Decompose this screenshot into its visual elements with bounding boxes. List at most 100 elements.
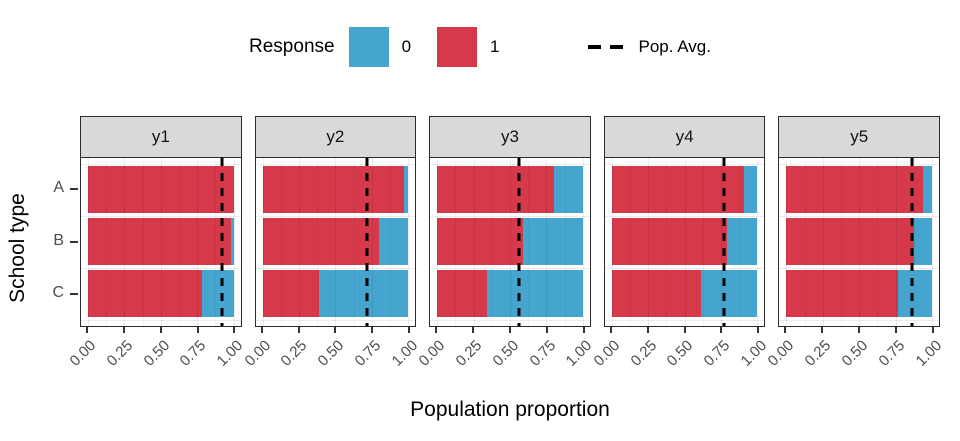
gridline-horizontal xyxy=(430,163,590,165)
x-tick-mark xyxy=(609,327,612,333)
y-tick-label-A: A xyxy=(53,178,64,196)
gridline-vertical xyxy=(106,158,108,326)
x-ticks-row xyxy=(778,327,940,334)
y-tick-label-B: B xyxy=(53,231,64,249)
bar-y1-B-response0 xyxy=(230,218,234,265)
x-tick-mark xyxy=(122,327,125,333)
gridline-vertical xyxy=(582,158,584,326)
x-tick-mark xyxy=(159,327,162,333)
gridline-horizontal xyxy=(81,267,241,269)
gridline-horizontal xyxy=(81,319,241,321)
gridline-horizontal xyxy=(81,215,241,217)
gridline-vertical xyxy=(408,158,410,326)
bar-y3-A-response0 xyxy=(553,165,583,213)
x-tick-mark xyxy=(371,327,374,333)
gridline-vertical xyxy=(629,158,631,326)
x-tick-mark xyxy=(858,327,861,333)
x-tick-mark xyxy=(545,327,548,333)
x-tick-mark xyxy=(435,327,438,333)
x-tick-label: 1.00 xyxy=(213,337,247,370)
x-tick-label: 0.00 xyxy=(66,337,100,370)
gridline-vertical xyxy=(528,158,530,326)
gridline-vertical xyxy=(299,158,300,326)
x-tick-mark xyxy=(196,327,199,333)
gridline-vertical xyxy=(215,158,217,326)
facet-panel-y1 xyxy=(80,157,242,327)
gridline-vertical xyxy=(913,158,915,326)
pop-avg-line-y1 xyxy=(220,158,224,326)
gridline-vertical xyxy=(931,158,933,326)
gridline-vertical xyxy=(353,158,355,326)
gridline-vertical xyxy=(124,158,126,326)
bar-y4-C-response0 xyxy=(700,270,758,318)
gridline-vertical xyxy=(317,158,319,326)
bar-y3-B-response0 xyxy=(523,218,583,265)
x-tick-mark xyxy=(931,327,934,333)
bar-y4-C-response1 xyxy=(611,270,701,318)
bar-y3-C-response0 xyxy=(486,270,583,318)
gridline-horizontal xyxy=(430,215,590,217)
bar-y2-B-response0 xyxy=(379,218,409,265)
x-tick-mark xyxy=(757,327,760,333)
gridline-vertical xyxy=(564,158,566,326)
legend-title: Response xyxy=(249,36,335,57)
bar-y3-C-response1 xyxy=(437,270,487,318)
gridline-vertical xyxy=(720,158,722,326)
gridline-vertical xyxy=(371,158,373,326)
gridline-vertical xyxy=(804,158,806,326)
x-tick-label: 0.25 xyxy=(452,337,486,370)
gridline-horizontal xyxy=(430,319,590,321)
y-tick-mark xyxy=(70,293,78,296)
x-tick-label: 0.75 xyxy=(351,337,385,370)
gridline-vertical xyxy=(684,158,686,326)
facet-panel-y2 xyxy=(254,157,417,327)
gridline-horizontal xyxy=(255,215,416,217)
response-1-color-swatch xyxy=(437,27,478,67)
y-tick-mark xyxy=(70,187,78,190)
gridline-vertical xyxy=(280,158,282,326)
x-tick-label: 1.00 xyxy=(912,337,945,370)
x-tick-mark xyxy=(508,327,511,333)
gridline-horizontal xyxy=(255,267,416,269)
gridline-vertical xyxy=(437,158,439,326)
gridline-vertical xyxy=(233,158,235,326)
facet-strip-y1: y1 xyxy=(80,116,242,158)
gridline-vertical xyxy=(455,158,457,326)
x-tick-mark xyxy=(895,327,897,333)
bar-y1-B-response1 xyxy=(88,218,231,265)
x-tick-label: 0.75 xyxy=(700,337,734,370)
gridline-vertical xyxy=(702,158,704,326)
pop-avg-line-y4 xyxy=(722,158,726,326)
gridline-vertical xyxy=(648,158,650,326)
facet-strip-y4: y4 xyxy=(603,116,766,158)
bar-y5-A-response0 xyxy=(923,165,932,213)
gridline-horizontal xyxy=(604,267,765,269)
x-tick-mark xyxy=(297,327,300,333)
facet-strip-y2: y2 xyxy=(254,116,417,158)
x-tick-label: 0.50 xyxy=(489,337,523,370)
x-tick-label: 0.50 xyxy=(314,337,348,370)
x-tick-label: 0.00 xyxy=(415,337,449,370)
facet-panel-y5 xyxy=(778,157,940,327)
bar-y2-C-response1 xyxy=(262,270,320,318)
x-tick-label: 0.75 xyxy=(526,337,559,370)
bar-y5-C-response0 xyxy=(898,270,932,318)
gridline-horizontal xyxy=(604,163,765,165)
bar-y2-B-response1 xyxy=(262,218,380,265)
facet-strip-y5: y5 xyxy=(778,116,940,158)
x-tick-mark xyxy=(683,327,686,333)
gridline-vertical xyxy=(88,158,90,326)
gridline-horizontal xyxy=(779,267,939,269)
gridline-vertical xyxy=(160,158,162,326)
gridline-vertical xyxy=(473,158,475,326)
x-tick-label: 0.00 xyxy=(590,337,623,370)
x-ticks-row xyxy=(604,327,766,334)
